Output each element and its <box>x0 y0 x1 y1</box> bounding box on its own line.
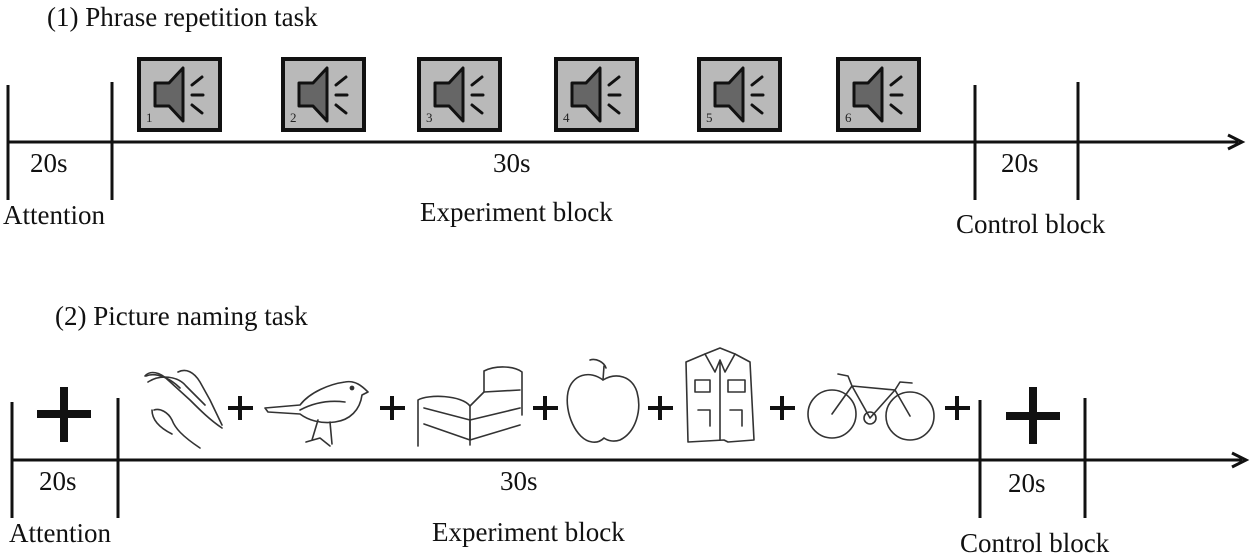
speaker-stimulus-6: 6 <box>836 57 921 132</box>
stimulus-number: 3 <box>426 110 433 125</box>
speaker-icon <box>297 66 329 123</box>
sound-waves-icon <box>750 75 765 115</box>
hand-picture <box>144 369 223 449</box>
plus-separator-icon <box>770 396 795 420</box>
stimulus-number: 5 <box>706 110 713 125</box>
speaker-stimulus-4: 4 <box>554 57 639 132</box>
speaker-icon <box>713 66 745 123</box>
speaker-icon <box>570 66 602 123</box>
panel2-experiment-label: Experiment block <box>432 517 625 547</box>
panel2-attention-duration: 20s <box>39 466 77 496</box>
panel2-title: (2) Picture naming task <box>55 301 308 331</box>
stimulus-number: 6 <box>845 110 852 125</box>
jacket-picture <box>685 347 755 443</box>
bird-picture <box>264 380 369 447</box>
speaker-stimulus-1: 1 <box>137 57 222 132</box>
apple-picture <box>566 358 640 443</box>
speaker-icon <box>852 66 884 123</box>
plus-separator-icon <box>380 396 405 420</box>
stimulus-number: 4 <box>563 110 570 125</box>
sound-waves-icon <box>889 75 904 115</box>
panel1-experiment-label: Experiment block <box>420 197 613 227</box>
panel2-timeline <box>10 398 1250 518</box>
panel2-axis-arrow-icon <box>1231 451 1250 469</box>
panel1-control-duration: 20s <box>1001 148 1039 178</box>
panel1-timeline <box>6 82 1246 200</box>
panel1-axis-arrow-icon <box>1227 133 1246 151</box>
panel1-experiment-duration: 30s <box>493 148 531 178</box>
panel2-fixation-cross-control <box>1006 387 1060 444</box>
sound-waves-icon <box>470 75 485 115</box>
speaker-stimulus-2: 2 <box>281 57 366 132</box>
panel1-title: (1) Phrase repetition task <box>47 2 318 32</box>
panel2-experiment-duration: 30s <box>500 466 538 496</box>
panel2-control-duration: 20s <box>1008 468 1046 498</box>
panel2-attention-label: Attention <box>9 518 111 548</box>
panel1-attention-label: Attention <box>3 200 105 230</box>
panel2-fixation-cross-attention <box>37 387 91 442</box>
stimulus-number: 2 <box>290 110 297 125</box>
plus-separator-icon <box>648 396 673 420</box>
sound-waves-icon <box>607 75 622 115</box>
panel1-attention-duration: 20s <box>30 148 68 178</box>
speaker-icon <box>433 66 465 123</box>
speaker-stimulus-5: 5 <box>697 57 782 132</box>
panel2-control-label: Control block <box>960 528 1110 558</box>
speaker-stimulus-3: 3 <box>417 57 502 132</box>
panel1-control-label: Control block <box>956 209 1106 239</box>
plus-separator-icon <box>945 396 970 420</box>
sound-waves-icon <box>190 75 205 115</box>
plus-separator-icon <box>228 396 253 420</box>
bicycle-picture <box>807 373 935 441</box>
plus-separator-icon <box>533 396 558 420</box>
speaker-icon <box>153 66 185 123</box>
sound-waves-icon <box>334 75 349 115</box>
stimulus-number: 1 <box>146 110 153 125</box>
bed-picture <box>417 366 523 447</box>
